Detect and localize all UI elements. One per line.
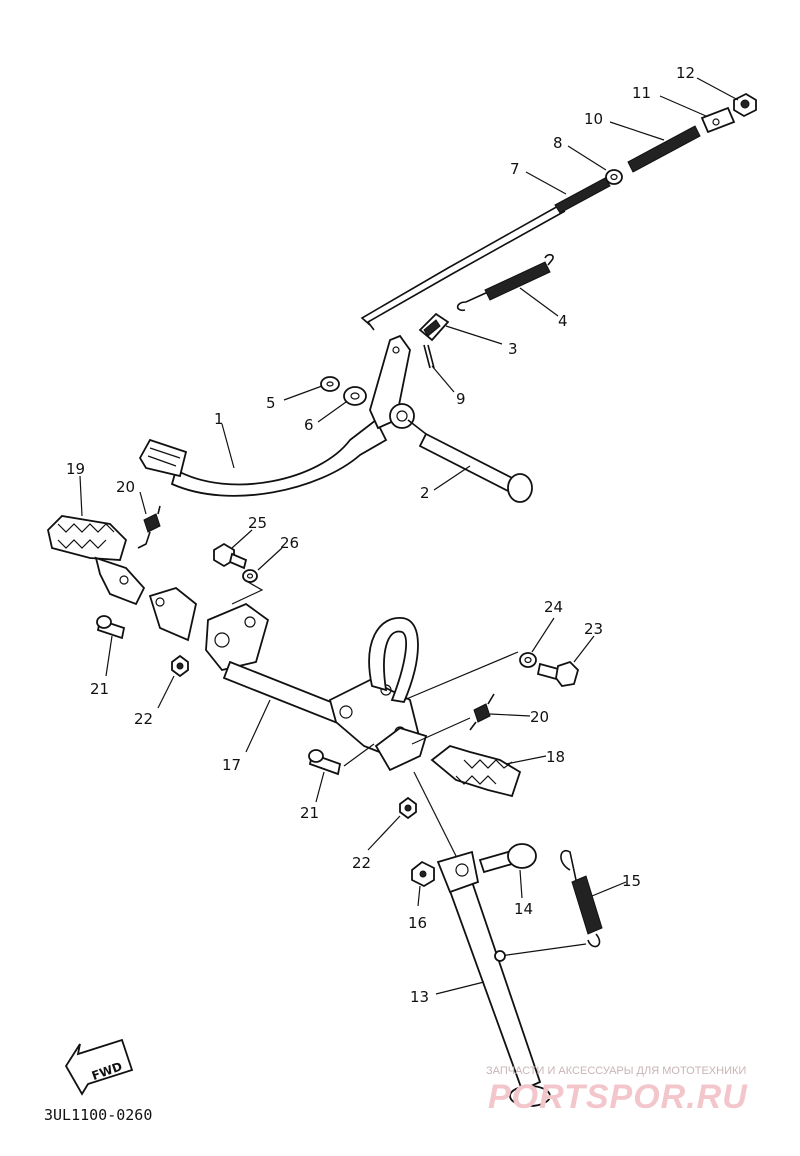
callout-16: 16 <box>408 914 427 932</box>
callout-2: 2 <box>420 484 430 502</box>
washer-26 <box>242 569 258 583</box>
bolt-14 <box>478 843 537 874</box>
callout-numbers: 12 11 10 8 7 4 3 9 5 6 1 2 19 20 25 26 2… <box>66 64 695 1006</box>
cotter-pin-9 <box>423 344 435 369</box>
callout-18: 18 <box>546 748 565 766</box>
callout-20-right: 20 <box>530 708 549 726</box>
brake-rod-assembly <box>360 92 757 331</box>
callout-24: 24 <box>544 598 563 616</box>
callout-23: 23 <box>584 620 603 638</box>
footrest-bracket-17 <box>148 586 428 772</box>
assembly-lines <box>231 581 587 957</box>
spring-15 <box>560 849 603 948</box>
nut-16 <box>411 860 435 888</box>
footrest-19 <box>47 515 146 606</box>
callout-20-left: 20 <box>116 478 135 496</box>
shaft-2 <box>407 419 533 503</box>
callout-26: 26 <box>280 534 299 552</box>
watermark-tagline: ЗАПЧАСТИ И АКСЕССУАРЫ ДЛЯ МОТОТЕХНИКИ <box>486 1065 746 1077</box>
callout-9: 9 <box>456 390 466 408</box>
washer-24 <box>519 652 537 668</box>
callout-11: 11 <box>632 84 651 102</box>
rod-thread <box>554 177 611 214</box>
brake-pedal-1 <box>138 334 415 497</box>
joint-11 <box>700 106 736 134</box>
callout-25: 25 <box>248 514 267 532</box>
callout-5: 5 <box>266 394 276 412</box>
callout-1: 1 <box>214 410 224 428</box>
leader-lines <box>79 77 739 995</box>
bolt-25 <box>213 542 248 570</box>
washer-8 <box>605 169 623 185</box>
spring-10 <box>627 125 701 173</box>
callout-3: 3 <box>508 340 518 358</box>
arm-3 <box>418 312 450 342</box>
watermark: ЗАПЧАСТИ И АКСЕССУАРЫ ДЛЯ МОТОТЕХНИКИ PO… <box>486 1065 748 1116</box>
sidestand-13 <box>436 850 551 1107</box>
callout-14: 14 <box>514 900 533 918</box>
callout-22-right: 22 <box>352 854 371 872</box>
callout-13: 13 <box>410 988 429 1006</box>
callout-15: 15 <box>622 872 641 890</box>
callout-10: 10 <box>584 110 603 128</box>
spring-20-left <box>137 505 161 549</box>
pin-21-right <box>308 749 342 776</box>
spring-20-right <box>469 693 495 731</box>
footrest-18 <box>430 745 522 798</box>
clip-22-right <box>399 796 417 820</box>
bolt-23 <box>536 660 580 687</box>
callout-21-left: 21 <box>90 680 109 698</box>
clip-22-left <box>171 654 189 678</box>
nut-12 <box>733 92 757 118</box>
callout-7: 7 <box>510 160 520 178</box>
spring-4 <box>456 253 554 312</box>
callout-17: 17 <box>222 756 241 774</box>
callout-4: 4 <box>558 312 568 330</box>
callout-21-right: 21 <box>300 804 319 822</box>
watermark-brand: PORTSPOR.RU <box>488 1078 748 1116</box>
fwd-arrow-icon: FWD <box>64 1038 134 1096</box>
pin-21-left <box>96 615 126 640</box>
callout-22-left: 22 <box>134 710 153 728</box>
callout-8: 8 <box>553 134 563 152</box>
callout-12: 12 <box>676 64 695 82</box>
diagram-code: 3UL1100-0260 <box>44 1106 152 1124</box>
washer-6 <box>343 386 367 406</box>
callout-19: 19 <box>66 460 85 478</box>
washer-5 <box>320 376 340 392</box>
callout-6: 6 <box>304 416 314 434</box>
